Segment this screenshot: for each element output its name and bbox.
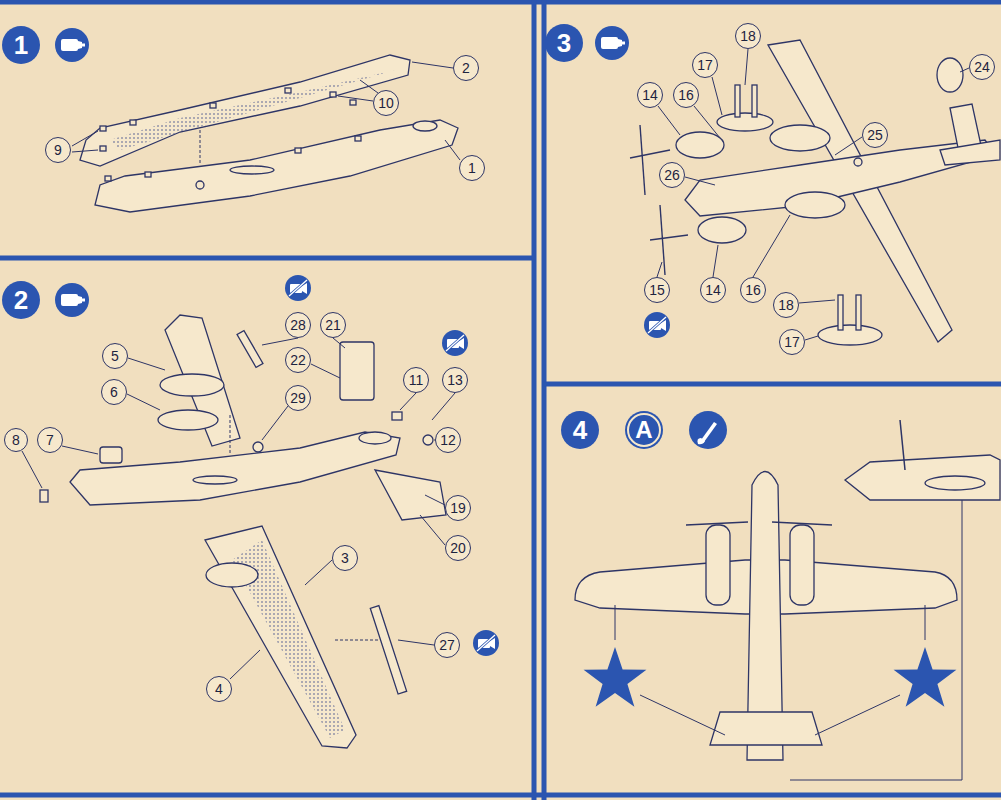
- number-text: 11: [409, 373, 424, 387]
- number-text: 17: [697, 58, 713, 72]
- number-text: 16: [745, 283, 761, 297]
- callout-number: 13: [442, 367, 468, 393]
- callout-number: 18: [735, 23, 761, 49]
- callout-number: 14: [700, 277, 726, 303]
- number-text: 14: [705, 283, 721, 297]
- step-number: 3: [545, 24, 583, 62]
- callout-number: 6: [101, 379, 127, 405]
- callout-number: 29: [285, 385, 311, 411]
- callout-number: 19: [445, 495, 471, 521]
- callout-number: 25: [862, 122, 888, 148]
- callout-number: 11: [403, 367, 429, 393]
- step-number: 4: [561, 411, 599, 449]
- number-text: 20: [450, 541, 466, 555]
- callout-number: 16: [673, 82, 699, 108]
- step-number: 2: [2, 281, 40, 319]
- number-text: 3: [557, 30, 571, 56]
- callout-number: 3: [332, 545, 358, 571]
- callout-number: 9: [45, 137, 71, 163]
- number-text: 25: [867, 128, 883, 142]
- callout-number: 8: [4, 428, 28, 452]
- callout-number: 21: [320, 312, 346, 338]
- callout-number: 14: [637, 82, 663, 108]
- number-text: A: [635, 418, 652, 442]
- callout-number: 10: [373, 90, 399, 116]
- number-text: 27: [439, 638, 455, 652]
- number-text: 22: [290, 353, 306, 367]
- number-text: 1: [14, 32, 28, 58]
- number-text: 18: [778, 298, 794, 312]
- number-text: 21: [325, 318, 341, 332]
- number-text: 26: [664, 168, 680, 182]
- number-text: 17: [784, 335, 800, 349]
- number-text: 28: [290, 318, 306, 332]
- number-text: 24: [974, 60, 990, 74]
- callout-number: 16: [740, 277, 766, 303]
- callout-number: 26: [659, 162, 685, 188]
- step-number: 1: [2, 26, 40, 64]
- callout-number: 5: [102, 343, 128, 369]
- number-text: 4: [215, 682, 223, 696]
- callout-number: 28: [285, 312, 311, 338]
- callout-number: 22: [285, 347, 311, 373]
- number-text: 6: [110, 385, 118, 399]
- callout-number: 17: [779, 329, 805, 355]
- number-text: 13: [447, 373, 463, 387]
- number-text: 18: [740, 29, 756, 43]
- adhesive-icon: A: [627, 413, 661, 447]
- number-text: 12: [440, 433, 456, 447]
- number-text: 2: [462, 61, 470, 75]
- number-text: 5: [111, 349, 119, 363]
- callout-number: 4: [206, 676, 232, 702]
- callout-number: 1: [459, 155, 485, 181]
- number-text: 10: [378, 96, 394, 110]
- number-text: 7: [46, 433, 54, 447]
- number-text: 19: [450, 501, 466, 515]
- number-text: 8: [12, 433, 20, 447]
- number-text: 1: [468, 161, 476, 175]
- number-text: 4: [573, 417, 587, 443]
- number-text: 3: [341, 551, 349, 565]
- number-text: 29: [290, 391, 306, 405]
- number-text: 9: [54, 143, 62, 157]
- number-text: 16: [678, 88, 694, 102]
- callout-number: 20: [445, 535, 471, 561]
- number-text: 15: [649, 283, 665, 297]
- callout-number: 2: [453, 55, 479, 81]
- callout-number: 18: [773, 292, 799, 318]
- callout-number: 24: [969, 54, 995, 80]
- callout-number: 15: [644, 277, 670, 303]
- callout-number: 12: [435, 427, 461, 453]
- callout-number: 7: [37, 427, 63, 453]
- number-text: 2: [14, 287, 28, 313]
- number-text: 14: [642, 88, 658, 102]
- callout-number: 27: [434, 632, 460, 658]
- callout-number: 17: [692, 52, 718, 78]
